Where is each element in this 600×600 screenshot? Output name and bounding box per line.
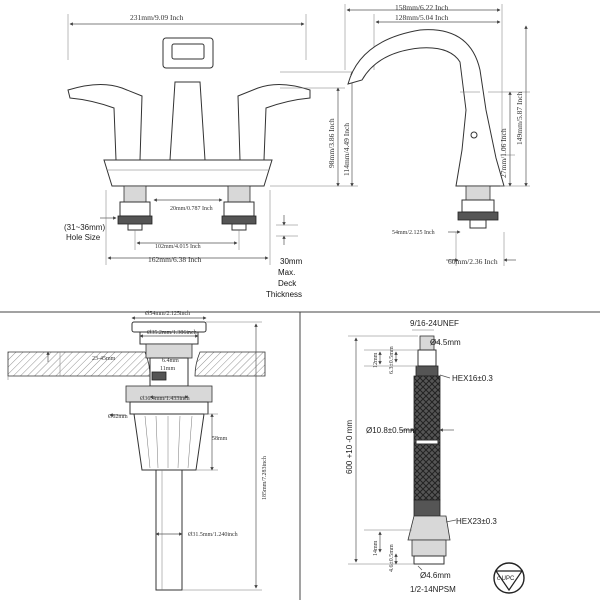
drain-nut-dia: Ø62mm [108, 414, 128, 420]
hose-thread-top: 9/16-24UNEF [410, 319, 459, 328]
front-view: 231mm/9.09 Inch 98mm/3.86 Inch 114mm/4.4… [64, 13, 358, 299]
hose-thread-bottom: 1/2-14NPSM [410, 585, 456, 594]
drain-counter-thickness: 23-45mm [92, 356, 116, 362]
side-aerator-height: 27mm/1.06 Inch [499, 128, 508, 178]
side-reach-total: 158mm/6.22 Inch [395, 3, 449, 12]
front-center-spread: 102mm/4.015 Inch [155, 244, 201, 250]
front-shank-length: 20mm/0.787 Inch [170, 206, 213, 212]
hose-length: 600 +10 -0 mm [345, 420, 354, 474]
drain-overflow-dia: Ø36.4mm/1.433inch [140, 396, 190, 402]
supply-hose: 9/16-24UNEF Ø4.5mm 12mm 6.3±0.5mm HEX16±… [345, 319, 525, 594]
hose-hex-top: HEX16±0.3 [452, 374, 493, 383]
front-width-total: 231mm/9.09 Inch [130, 13, 184, 22]
drain-nut-height: 58mm [212, 436, 228, 442]
hose-len-top-2: 6.3±0.5mm [389, 346, 395, 374]
hose-bore-top: Ø4.5mm [430, 338, 461, 347]
front-base-width: 162mm/6.38 Inch [148, 255, 202, 264]
hole-size-range: (31~36mm) [64, 223, 105, 232]
hose-hex-bottom: HEX23±0.3 [456, 517, 497, 526]
side-reach-spout: 128mm/5.04 Inch [395, 13, 449, 22]
deck-thickness-max: Max. [278, 268, 295, 277]
hose-bore-bottom: Ø4.6mm [420, 571, 451, 580]
hose-outer-dia: Ø10.8±0.5mm [366, 426, 417, 435]
front-height-total: 114mm/4.49 Inch [342, 123, 351, 176]
side-base-depth: 60mm/2.36 Inch [448, 257, 498, 266]
drain-small-dim-2: 11mm [160, 366, 175, 372]
front-height-handle: 98mm/3.86 Inch [327, 118, 336, 168]
upc-cert-text: c UPC [497, 576, 515, 582]
drain-top-dia: Ø35.2mm/1.386inch [147, 330, 197, 336]
hole-size-label: Hole Size [66, 233, 101, 242]
drain-assembly: Ø54mm/2.125inch Ø35.2mm/1.386inch 6.4mm … [7, 311, 268, 591]
drain-small-dim-1: 6.4mm [162, 358, 179, 364]
side-view: 158mm/6.22 Inch 128mm/5.04 Inch 149mm/5.… [344, 3, 530, 266]
hose-len-top: 12mm [373, 352, 379, 368]
deck-thickness-value: 30mm [280, 257, 303, 266]
deck-thickness-deck: Deck [278, 279, 297, 288]
drain-length-total: 185mm/7.283inch [262, 456, 268, 500]
drain-thread-dia: Ø31.5mm/1.240inch [188, 532, 238, 538]
drain-flange-dia: Ø54mm/2.125inch [145, 311, 190, 317]
deck-thickness-label: Thickness [266, 290, 302, 299]
hose-len-bottom-2: 4.6±0.5mm [389, 544, 395, 572]
upc-cert-icon: c UPC [493, 562, 525, 594]
hose-len-bottom: 14mm [373, 540, 379, 556]
side-base-diameter: 54mm/2.125 Inch [392, 230, 435, 236]
side-spout-height: 149mm/5.87 Inch [515, 91, 524, 145]
